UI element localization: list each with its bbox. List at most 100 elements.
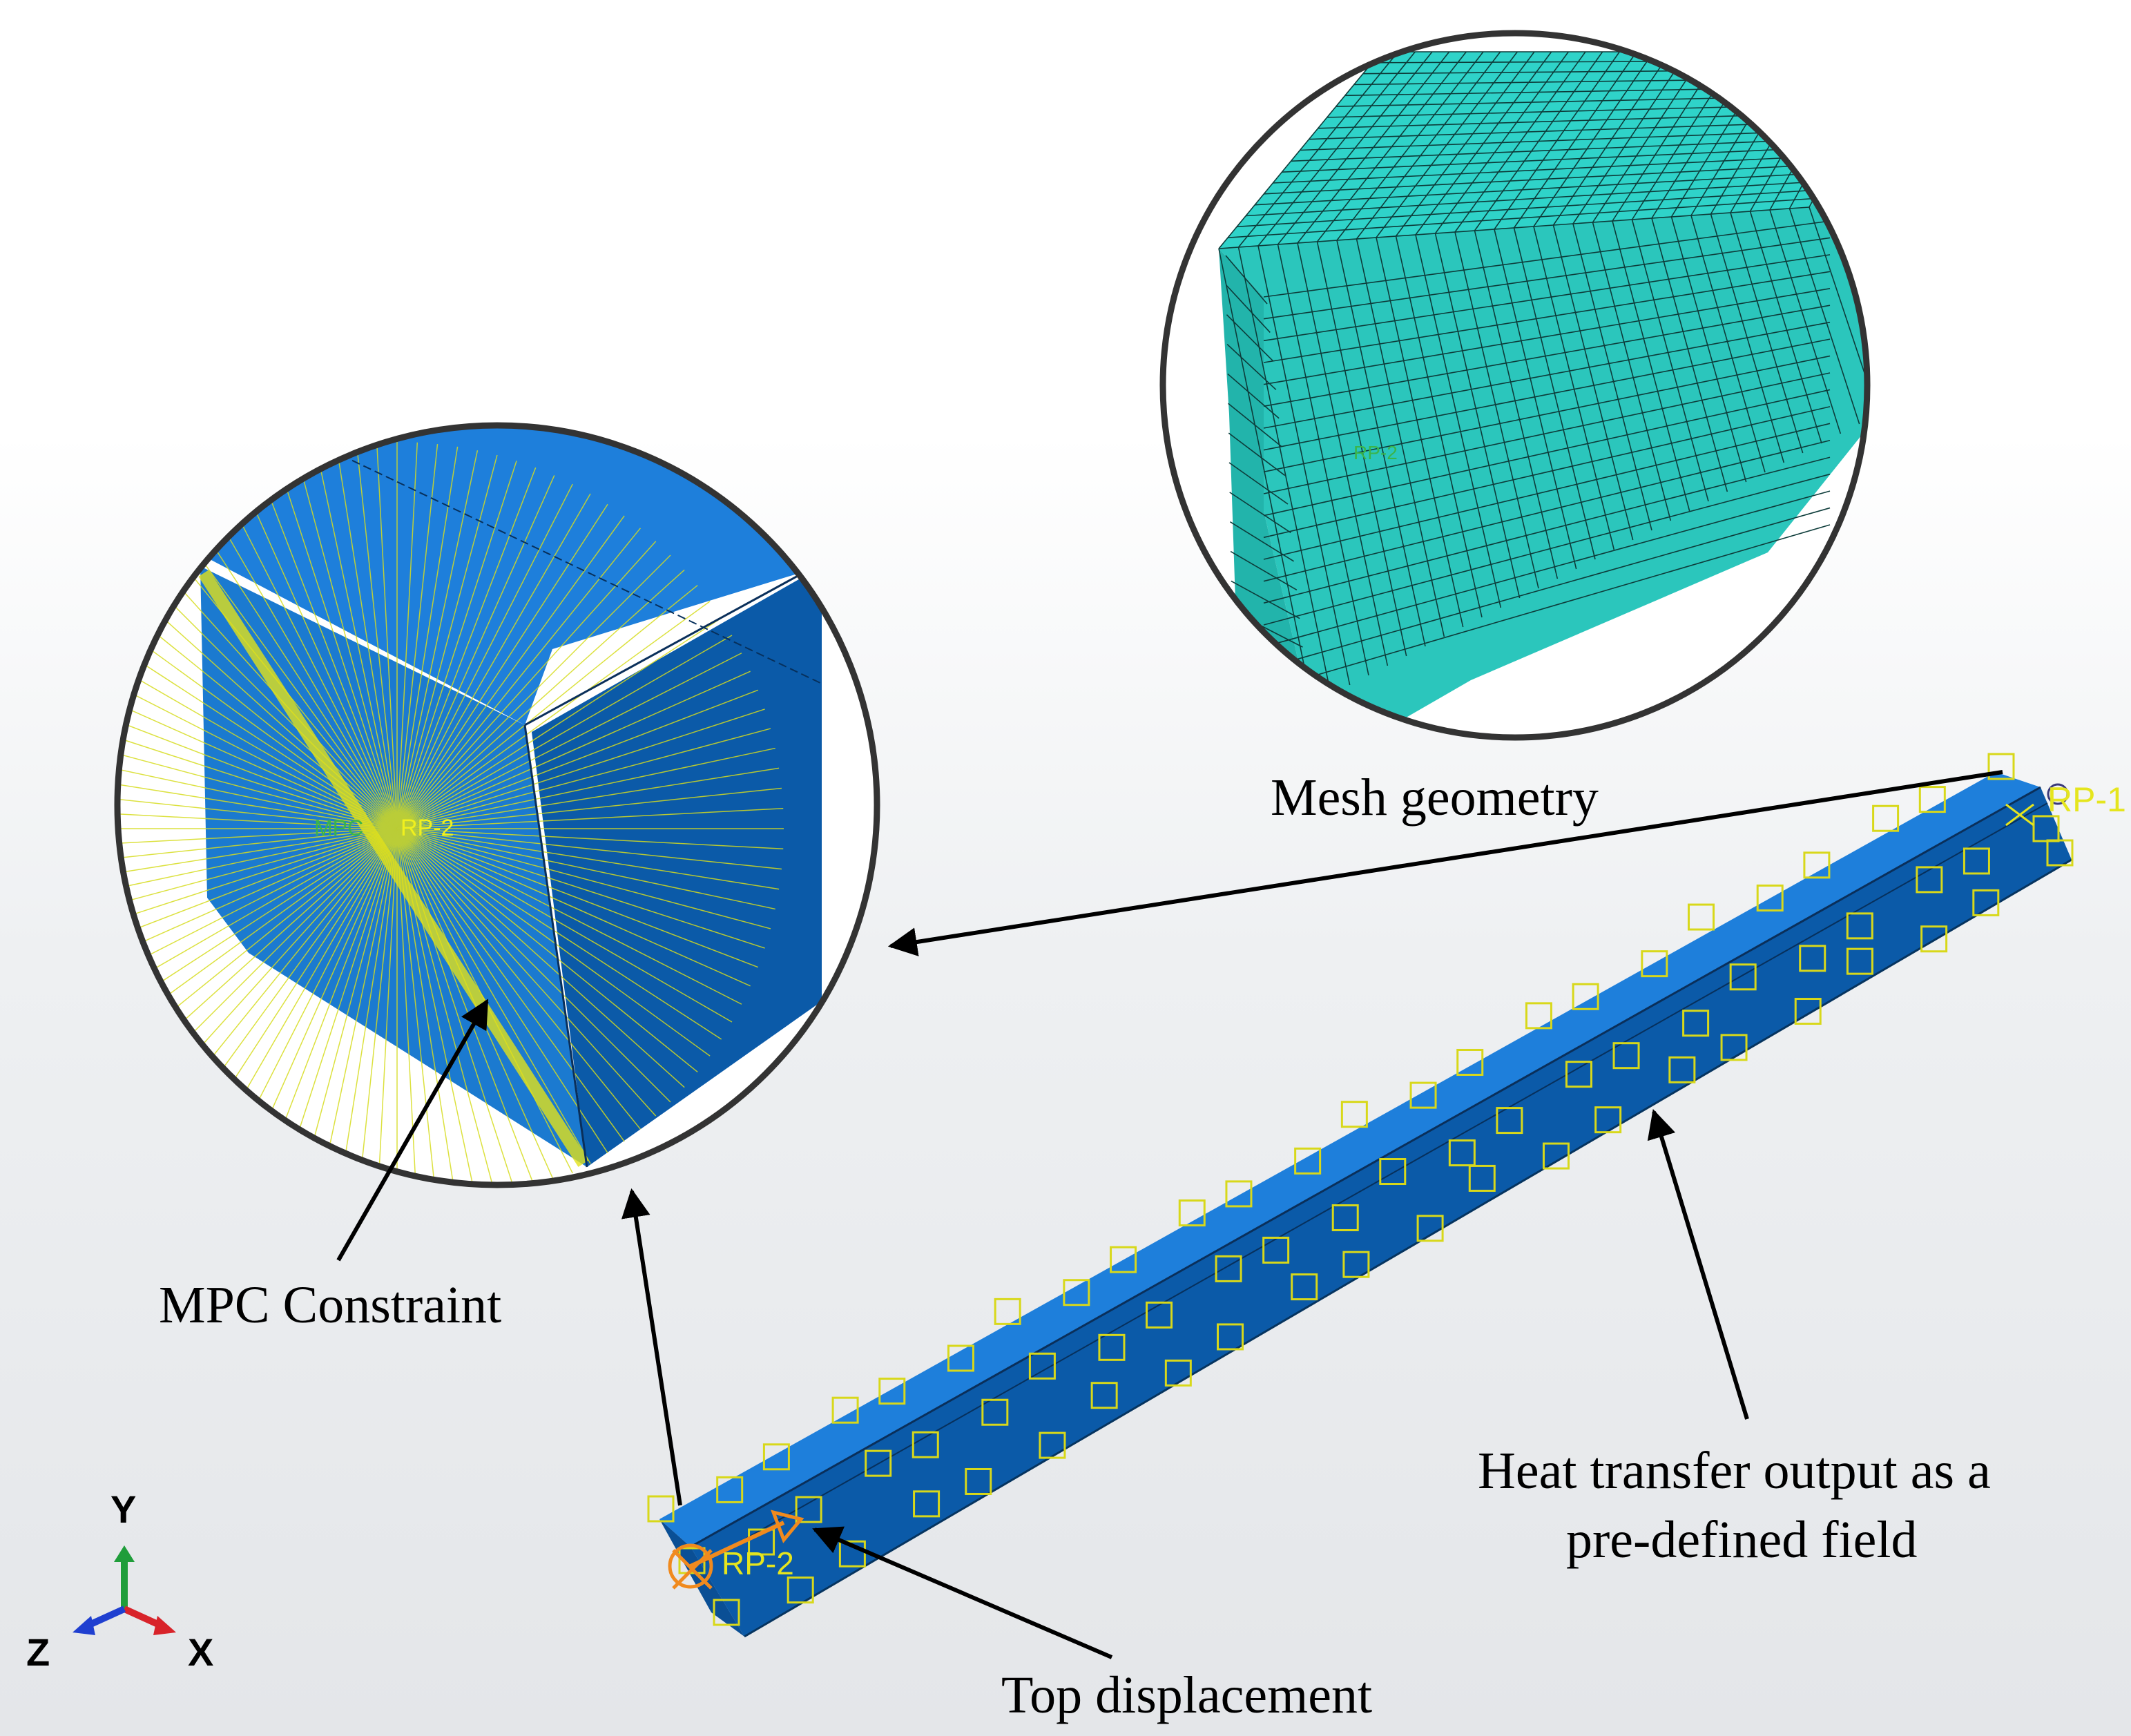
mesh-line <box>1533 226 1615 550</box>
bc-square-marker <box>1572 983 1599 1010</box>
mpc-ray <box>169 515 398 829</box>
bc-square-marker <box>1217 1323 1244 1351</box>
bc-square-marker <box>1846 912 1873 940</box>
mpc-ray <box>117 828 398 968</box>
mpc-ray <box>239 475 398 829</box>
arrow-top-displacement <box>812 1526 1113 1659</box>
mpc-ray <box>396 828 685 1088</box>
mesh-line <box>1263 237 1831 320</box>
y-axis-arrow-icon <box>114 1545 135 1562</box>
mesh-line <box>1228 462 1289 505</box>
bc-square-marker <box>1729 963 1757 991</box>
mesh-line <box>1263 524 1831 691</box>
bc-square-marker <box>1215 1255 1242 1282</box>
bc-square-marker <box>994 1298 1021 1325</box>
mesh-line <box>1264 163 1833 195</box>
mpc-constraint-rays <box>117 442 784 1185</box>
beam-edge-line <box>690 786 2041 1548</box>
mesh-line <box>1809 51 1867 208</box>
mesh-line <box>1232 669 1309 705</box>
mesh-line <box>1494 229 1577 570</box>
mesh-line <box>1218 206 1810 249</box>
mpc-ray <box>396 461 517 829</box>
mesh-line <box>1474 230 1559 579</box>
mpc-ray <box>117 828 398 890</box>
bc-square-marker <box>1756 884 1784 912</box>
arrow-beam-to-zoom <box>621 1188 682 1506</box>
mpc-ray <box>117 828 398 1005</box>
mesh-line <box>1226 314 1274 362</box>
mpc-ray <box>336 446 398 829</box>
mesh-line <box>1336 240 1426 647</box>
mpc-ray <box>396 828 784 850</box>
mpc-ray <box>117 653 398 829</box>
bc-square-marker <box>913 1490 941 1518</box>
mpc-ray <box>396 828 771 929</box>
bc-square-marker <box>947 1344 974 1372</box>
mpc-ray <box>117 828 398 949</box>
mesh-line <box>1690 215 1766 473</box>
bc-square-marker <box>1972 889 2000 916</box>
bc-square-marker <box>912 1431 939 1458</box>
mpc-ray <box>396 828 742 1005</box>
mesh-line <box>1592 222 1672 521</box>
axis-y-label: Y <box>110 1487 136 1531</box>
mpc-ray <box>396 828 642 1130</box>
mesh-line <box>1225 255 1268 305</box>
heat-transfer-label-line1: Heat transfer output as a <box>1478 1442 1991 1500</box>
mpc-ray <box>396 828 759 968</box>
mesh-line <box>1218 248 1313 705</box>
mpc-ray <box>396 617 722 829</box>
zoom-edge-line-2 <box>523 724 588 1168</box>
bc-square-marker <box>838 1540 866 1568</box>
mpc-ray <box>117 767 398 829</box>
mpc-ray <box>396 828 765 949</box>
bc-square-marker <box>1963 847 1990 875</box>
bc-square-marker <box>748 1528 775 1556</box>
bc-square-marker <box>1262 1236 1290 1264</box>
mpc-ray <box>396 828 782 870</box>
mesh-line <box>1237 189 1819 228</box>
arrow-mesh-to-zoom <box>887 770 2003 956</box>
bc-square-marker <box>647 1495 675 1523</box>
bc-square-marker <box>1916 866 1943 894</box>
arrow-heat-transfer <box>1647 1108 1749 1420</box>
bc-square-marker <box>865 1449 892 1477</box>
mesh-line <box>1263 473 1831 626</box>
zoom-side-face <box>532 566 822 1167</box>
mpc-ray <box>396 787 782 829</box>
mpc-ray <box>117 728 398 829</box>
mpc-ray <box>396 828 517 1185</box>
mesh-line <box>1226 284 1271 333</box>
mesh-line <box>1572 223 1652 531</box>
bc-square-marker <box>1098 1333 1126 1361</box>
bc-square-marker <box>1448 1139 1476 1167</box>
mpc-ray <box>117 671 398 829</box>
bc-square-marker <box>1682 1010 1710 1037</box>
mpc-ray <box>277 461 398 829</box>
mesh-side-face <box>1219 169 1867 732</box>
beam-model: RP-1 RP-2 <box>647 753 2126 1638</box>
mesh-line <box>1454 231 1539 589</box>
mpc-ray <box>396 767 780 829</box>
bc-square-marker <box>878 1378 906 1405</box>
zoom-edge-line <box>524 561 822 726</box>
bc-square-marker <box>1594 1106 1622 1134</box>
mpc-ray <box>396 483 573 829</box>
axis-z-label: Z <box>26 1630 50 1674</box>
mesh-line <box>1263 287 1831 385</box>
mesh-line <box>1263 271 1831 363</box>
mpc-ray <box>396 515 625 829</box>
mesh-line <box>1356 238 1445 637</box>
mesh-line <box>1769 51 1859 211</box>
arrow-mpc <box>336 999 489 1262</box>
zoom-mpc-label: MPC <box>314 816 363 840</box>
mesh-line <box>1227 373 1280 419</box>
mpc-ray <box>396 467 537 829</box>
bc-square-marker <box>1846 947 1873 975</box>
mpc-ray <box>221 483 398 829</box>
mpc-ray <box>396 828 722 1040</box>
mesh-line <box>1316 241 1407 657</box>
mesh-line <box>1631 219 1709 502</box>
